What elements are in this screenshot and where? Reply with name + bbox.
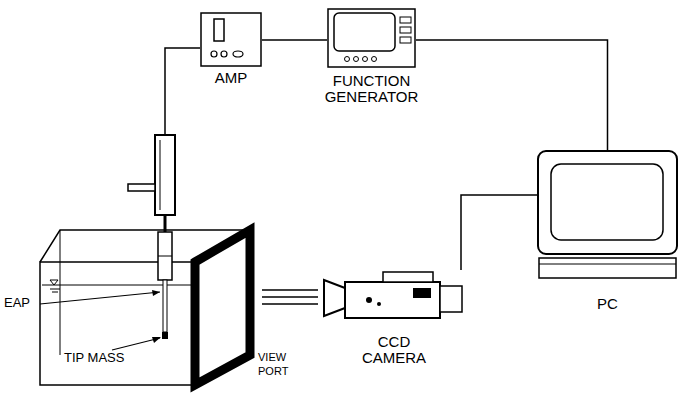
device-outline xyxy=(327,8,416,68)
ccd-camera-device: CCD CAMERA xyxy=(323,270,465,322)
function-generator-device: FUNCTION GENERATOR xyxy=(327,8,416,68)
pc-device: PC xyxy=(537,150,678,280)
device-outline xyxy=(323,270,465,322)
device-outline xyxy=(200,12,262,67)
part-label: TIP MASS xyxy=(64,351,144,365)
device-label: PC xyxy=(597,296,618,312)
signal-wire xyxy=(461,195,537,270)
signal-wire xyxy=(416,40,608,150)
device-label: AMP xyxy=(215,70,248,86)
device-outline xyxy=(537,150,678,280)
part-label: VIEW PORT xyxy=(258,350,314,378)
device-label: CCD CAMERA xyxy=(348,334,440,366)
part-label: EAP xyxy=(4,296,40,310)
device-label: FUNCTION GENERATOR xyxy=(316,73,428,105)
amplifier-device: AMP xyxy=(200,12,262,67)
signal-wire xyxy=(262,39,327,41)
